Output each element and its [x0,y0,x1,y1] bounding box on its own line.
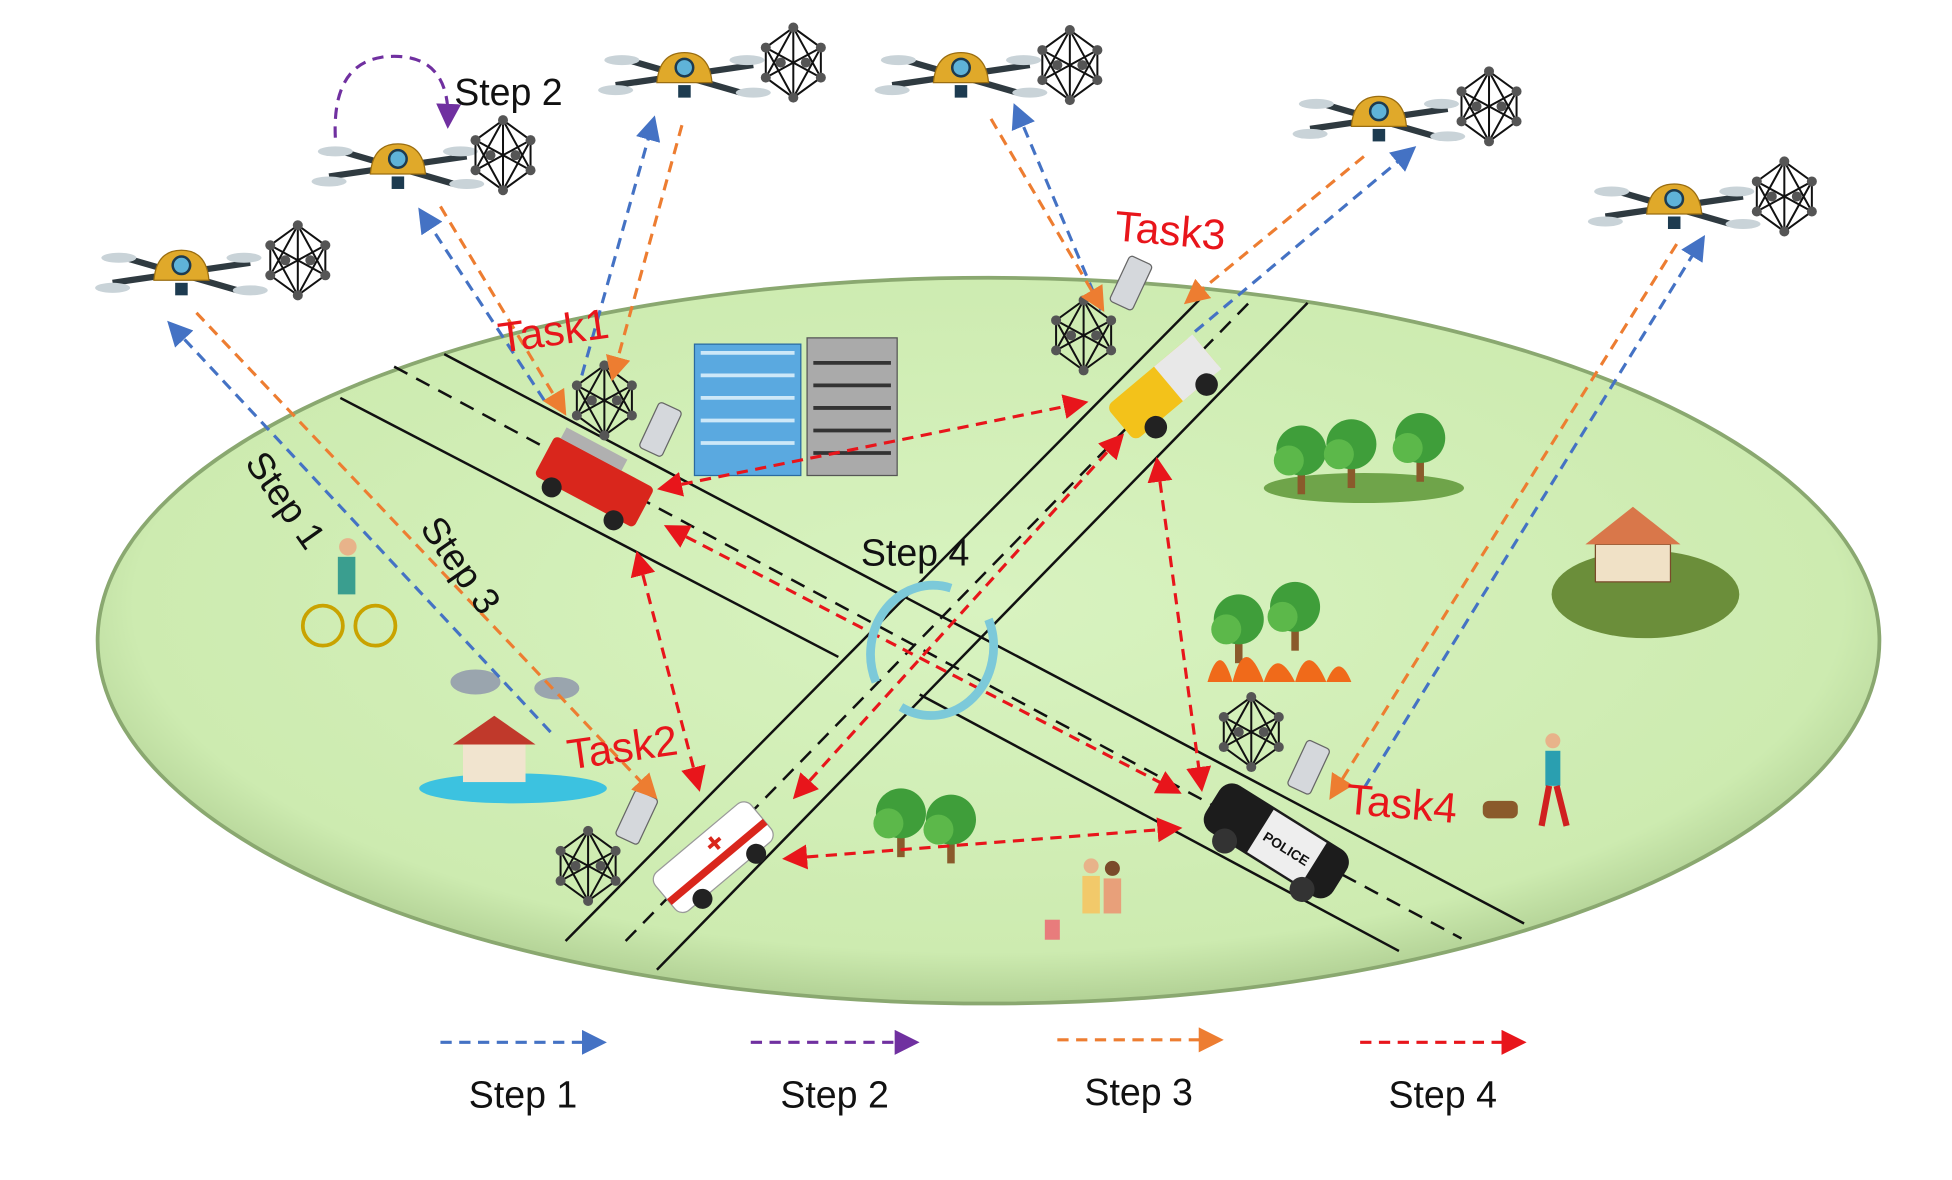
uav-3 [598,21,827,104]
uav-2 [312,114,537,197]
legend-item-step1: Step 1 [440,1029,607,1115]
buildings [693,337,898,477]
uav-4 [875,24,1104,107]
task4-label: Task4 [1344,775,1459,833]
step3-arrows [195,118,1679,800]
task3-label: Task3 [1113,202,1228,260]
fire-truck [535,427,653,531]
cyclist [300,538,398,648]
svg-text:Step 3: Step 3 [1084,1071,1192,1113]
legend: Step 1 Step 2 Step 3 Step 4 [440,1027,1527,1115]
legend-item-step2: Step 2 [750,1029,920,1115]
pedestrian-with-dog [1482,733,1570,827]
uav-1 [95,219,332,302]
uav-6 [1588,155,1818,238]
tow-truck [1109,334,1222,439]
legend-item-step3: Step 3 [1057,1027,1224,1113]
landslide-house [1551,506,1740,639]
svg-text:Step 1: Step 1 [469,1073,577,1115]
ambulance [652,801,774,914]
svg-text:Step 2: Step 2 [780,1073,888,1115]
step2-label: Step 2 [454,71,562,113]
uav-5 [1293,65,1523,148]
wildfire [1207,581,1352,682]
svg-text:Step 4: Step 4 [1388,1073,1496,1115]
legend-item-step4: Step 4 [1360,1029,1527,1115]
flooded-house [419,669,607,804]
step4-arrows [630,394,1212,870]
police-car: POLICE [1203,783,1349,902]
step1-arrows [167,103,1706,790]
forest [1263,412,1464,504]
step4-label: Step 4 [861,532,969,574]
step2-loop-arrow [333,54,462,138]
circular-arrows-icon [866,580,999,720]
